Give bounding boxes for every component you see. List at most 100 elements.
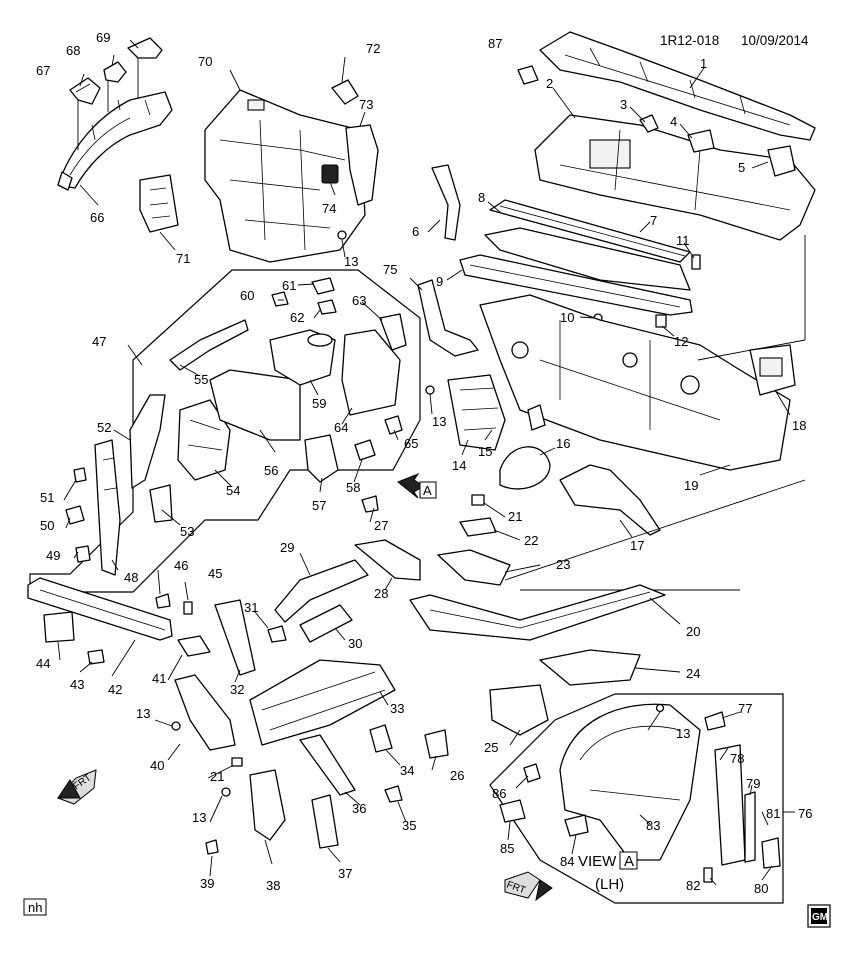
part-13-nut-lower2 (221, 787, 231, 797)
callout-24: 24 (686, 666, 700, 681)
callout-10: 10 (560, 310, 574, 325)
part-35-clip (384, 785, 403, 803)
callout-84: 84 (560, 854, 574, 869)
corner-tag: nh (23, 898, 47, 916)
part-63-bracket (379, 313, 407, 351)
part-87-clip (517, 65, 539, 85)
callout-21-lower: 21 (210, 769, 224, 784)
part-21-clip-lower (231, 757, 243, 767)
part-40-rail (174, 674, 236, 751)
part-25-bracket (489, 684, 549, 736)
callout-39: 39 (200, 876, 214, 891)
callout-80: 80 (754, 881, 768, 896)
part-24-floor-bracket (539, 649, 641, 686)
front-arrow-right: FRT (504, 871, 553, 902)
leader-lines (57, 39, 791, 886)
part-13-nut-top (337, 230, 347, 240)
callout-72: 72 (366, 41, 380, 56)
part-56-panel (209, 369, 301, 441)
callout-77: 77 (738, 701, 752, 716)
part-68-bracket (103, 61, 127, 83)
callout-23: 23 (556, 557, 570, 572)
part-13-nut-mid (425, 385, 435, 395)
part-28-bracket (354, 539, 421, 581)
callout-76: 76 (798, 806, 812, 821)
part-77-clip (704, 711, 726, 731)
callout-52: 52 (97, 420, 111, 435)
callout-61: 61 (282, 278, 296, 293)
part-50-clip (65, 505, 85, 525)
callout-14: 14 (452, 458, 466, 473)
part-44-plate (43, 611, 75, 643)
part-27-clip (361, 495, 379, 513)
callout-43: 43 (70, 677, 84, 692)
callout-29: 29 (280, 540, 294, 555)
part-14-reinforcement (447, 374, 506, 451)
callout-47: 47 (92, 334, 106, 349)
callout-31: 31 (244, 600, 258, 615)
part-9-crossmember (459, 254, 693, 316)
callout-49: 49 (46, 548, 60, 563)
callout-7: 7 (650, 213, 657, 228)
callout-22: 22 (524, 533, 538, 548)
part-11-stud (691, 254, 701, 270)
part-69-bracket (127, 37, 163, 59)
callout-33: 33 (390, 701, 404, 716)
callout-30: 30 (348, 636, 362, 651)
callout-75: 75 (383, 262, 397, 277)
callout-13-top: 13 (344, 254, 358, 269)
callout-81: 81 (766, 806, 780, 821)
part-57-bracket (304, 434, 339, 483)
part-75-bracket (417, 279, 479, 357)
callout-69: 69 (96, 30, 110, 45)
callout-36: 36 (352, 801, 366, 816)
callout-41: 41 (152, 671, 166, 686)
part-61-bracket (311, 277, 335, 295)
callout-18: 18 (792, 418, 806, 433)
part-72-bracket (331, 79, 359, 105)
callout-67: 67 (36, 63, 50, 78)
part-86-clip (523, 763, 541, 783)
callout-28: 28 (374, 586, 388, 601)
part-26-bracket (424, 729, 449, 759)
part-55-rail (169, 319, 249, 371)
part-29-rail (274, 559, 369, 623)
part-39-clip (205, 839, 219, 855)
part-36-brace (299, 734, 356, 796)
callout-82: 82 (686, 878, 700, 893)
callout-8: 8 (478, 190, 485, 205)
callout-9: 9 (436, 274, 443, 289)
part-13-nut-lower (171, 721, 181, 731)
part-34-mount (369, 724, 393, 753)
part-64-panel (341, 329, 401, 416)
callout-45: 45 (208, 566, 222, 581)
part-38-bracket (249, 769, 286, 841)
view-label-letter: A (624, 853, 634, 870)
callout-13-lower2: 13 (192, 810, 206, 825)
part-17-bracket (559, 464, 661, 536)
view-a-arrow: A (397, 472, 437, 499)
callout-68: 68 (66, 43, 80, 58)
callout-87: 87 (488, 36, 502, 51)
part-21-clip-upper (471, 494, 485, 506)
part-48-pillar (94, 439, 121, 576)
callout-16: 16 (556, 436, 570, 451)
part-37-bracket (311, 794, 339, 849)
callout-54: 54 (226, 483, 240, 498)
callout-73: 73 (359, 97, 373, 112)
callout-48: 48 (124, 570, 138, 585)
part-85-bracket (499, 799, 526, 823)
gm-logo: GM (807, 904, 831, 928)
callout-62: 62 (290, 310, 304, 325)
part-54-panel (177, 399, 231, 481)
part-70-quarter-panel (204, 89, 366, 263)
part-49-clip (75, 545, 91, 563)
callout-57: 57 (312, 498, 326, 513)
gm-logo-text: GM (812, 912, 828, 923)
callout-65: 65 (404, 436, 418, 451)
part-42-crossmember (27, 577, 173, 641)
part-12-clip (655, 314, 667, 328)
drawing-date: 10/09/2014 (741, 33, 809, 48)
callout-58: 58 (346, 480, 360, 495)
